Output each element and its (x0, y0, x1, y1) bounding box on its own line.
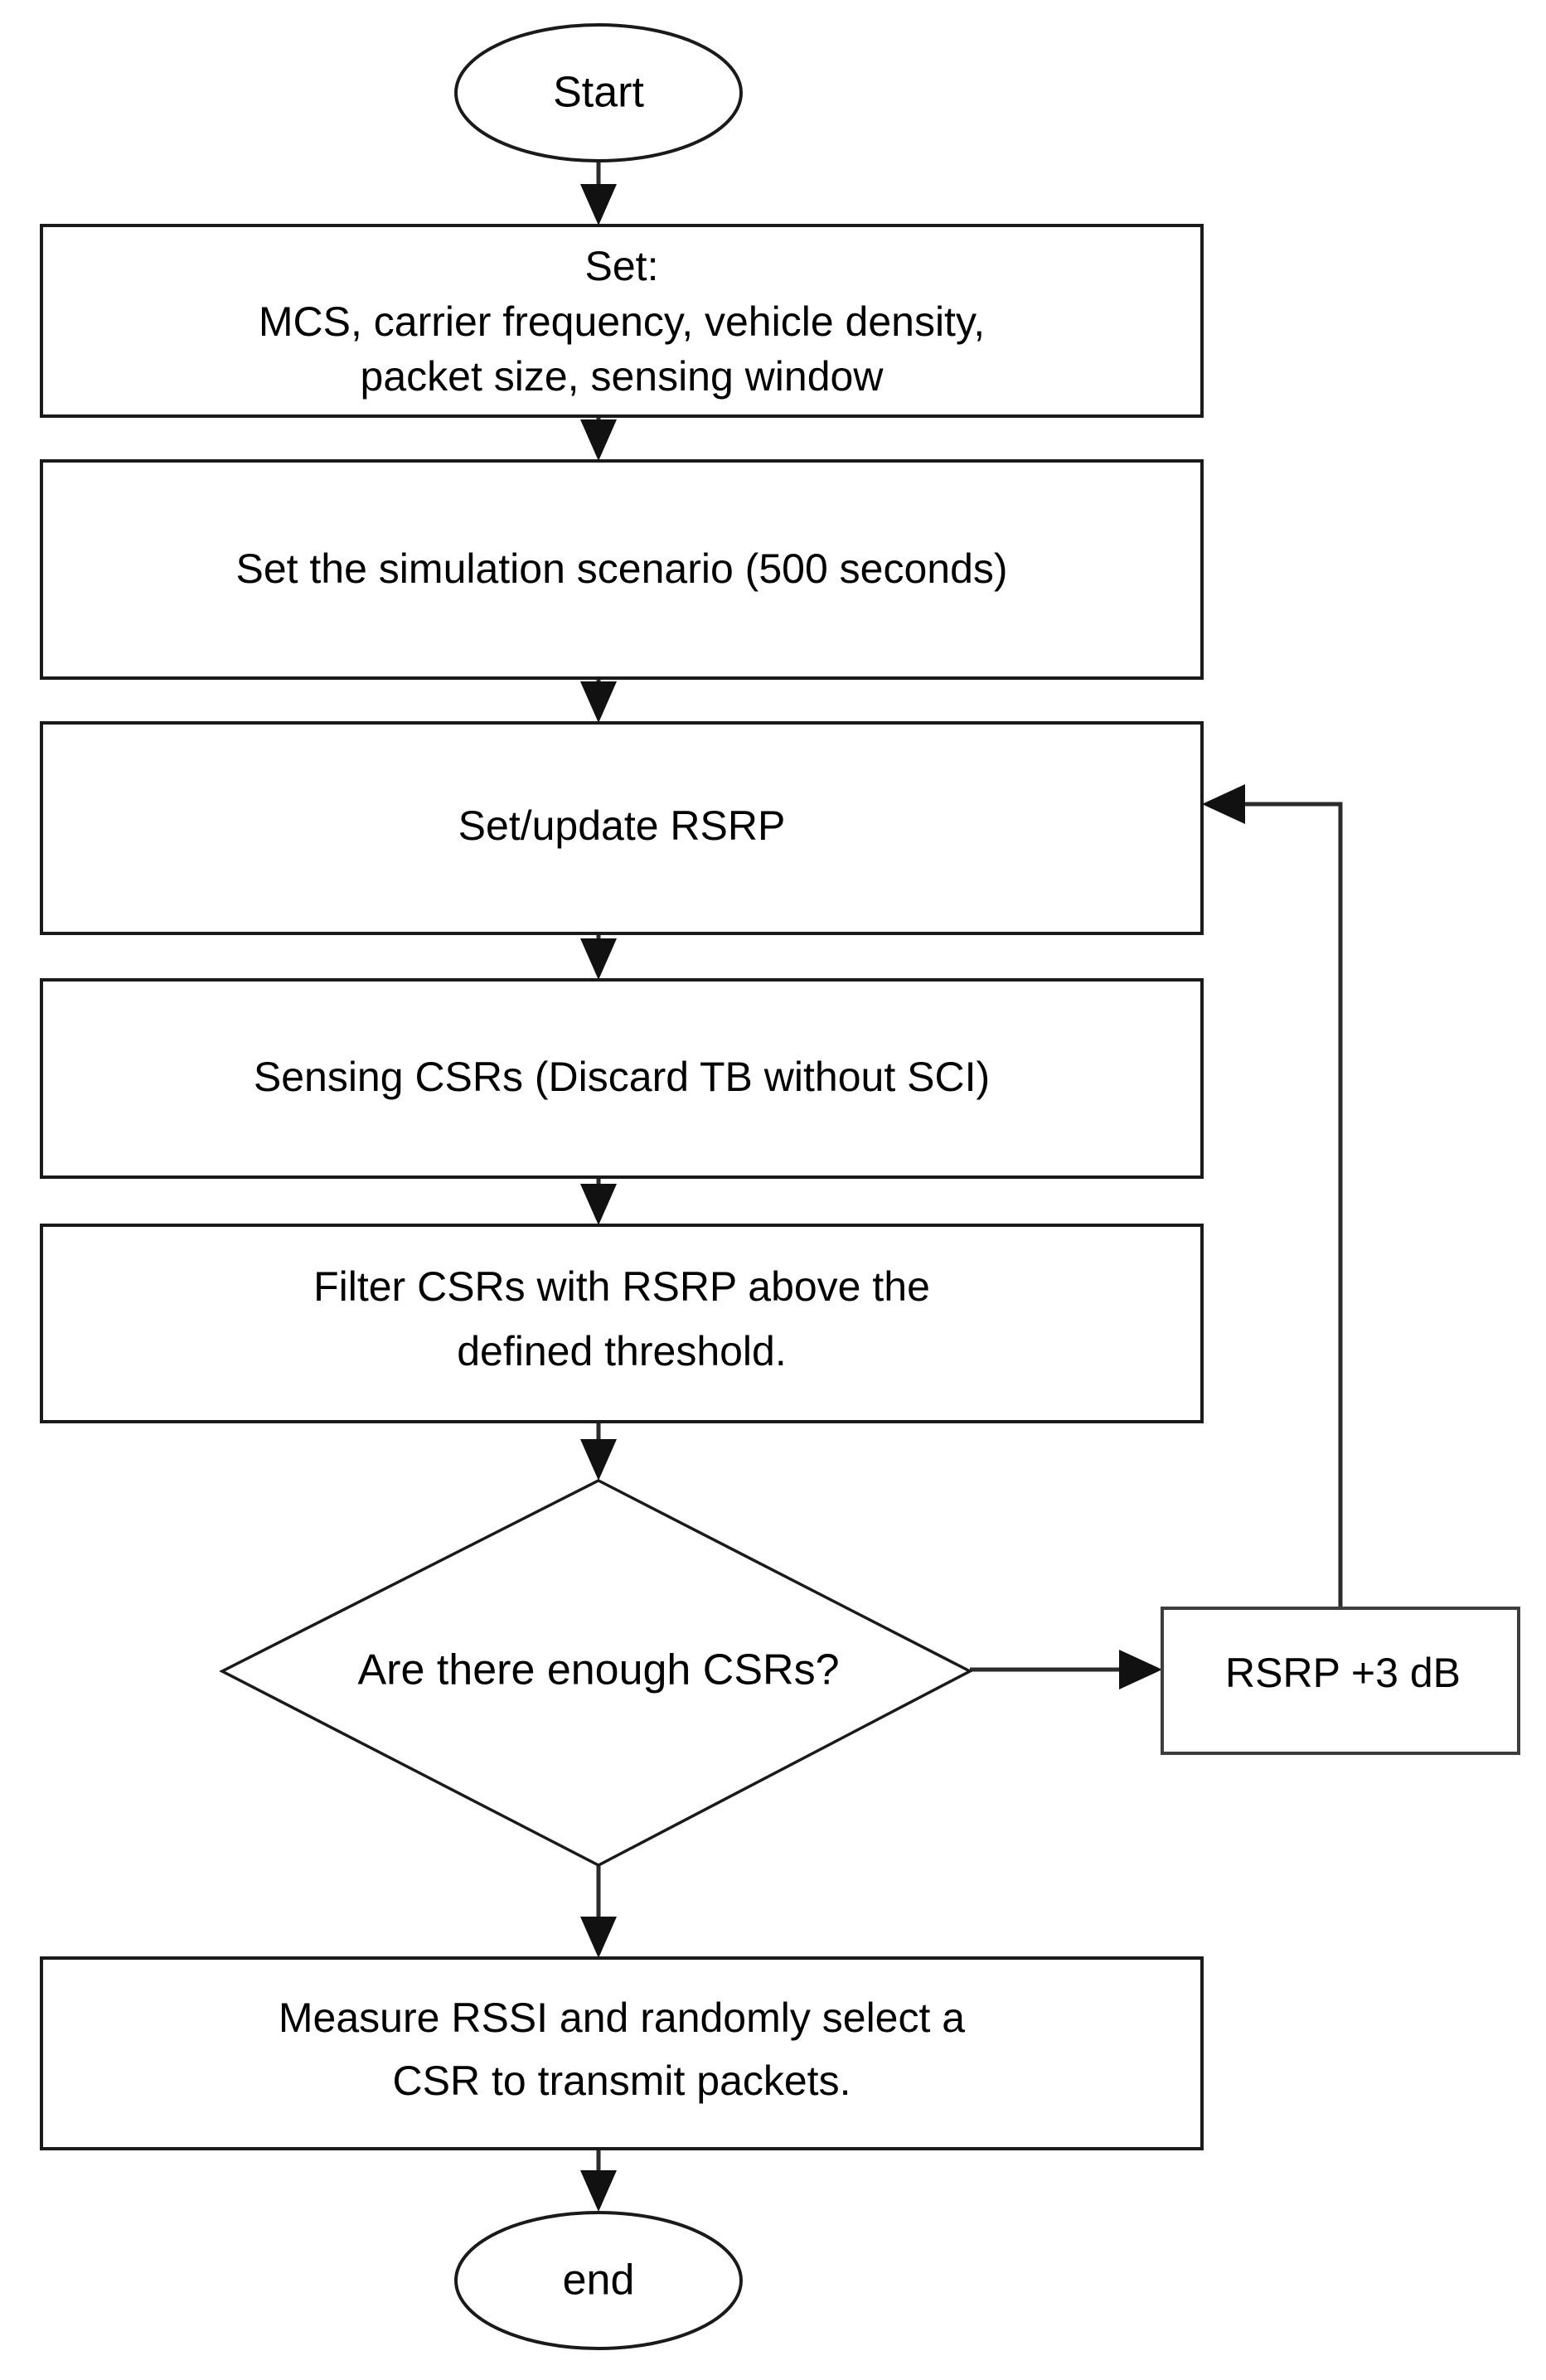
set-update-rsrp-label: Set/update RSRP (458, 802, 786, 849)
set-scenario-rect-shape (40, 459, 1204, 680)
node-filter-csrs[interactable]: Filter CSRs with RSRP above the defined … (40, 1224, 1204, 1423)
start-ellipse-shape (454, 23, 743, 162)
edge-decision-to-rsrp-increase (970, 1650, 1162, 1689)
set-params-line-3: packet size, sensing window (361, 353, 884, 400)
rsrp-increase-label: RSRP +3 dB (1225, 1650, 1461, 1696)
edge-measure-rssi-to-end (580, 2149, 617, 2212)
set-update-rsrp-rect-shape (40, 721, 1204, 935)
edge-rsrp-increase-to-set-update-rsrp-feedback (1202, 784, 1343, 1608)
node-set-scenario[interactable]: Set the simulation scenario (500 seconds… (40, 459, 1204, 680)
set-params-line-2: MCS, carrier frequency, vehicle density, (259, 298, 985, 345)
set-params-line-1: Set: (585, 243, 659, 289)
edge-decision-to-measure-rssi (580, 1865, 617, 1958)
filter-csrs-line-2: defined threshold. (457, 1328, 787, 1374)
filter-csrs-line-1: Filter CSRs with RSRP above the (313, 1263, 930, 1310)
sensing-csrs-label: Sensing CSRs (Discard TB without SCI) (254, 1054, 990, 1100)
edge-set-scenario-to-set-update-rsrp (580, 678, 617, 723)
node-rsrp-increase[interactable]: RSRP +3 dB (1161, 1607, 1520, 1755)
edge-set-update-rsrp-to-sensing-csrs (580, 933, 617, 980)
edge-filter-csrs-to-decision (580, 1422, 617, 1481)
start-label: Start (553, 69, 644, 117)
measure-rssi-line-2: CSR to transmit packets. (393, 2058, 851, 2104)
measure-rssi-line-1: Measure RSSI and randomly select a (279, 1995, 965, 2041)
edge-start-to-set-params (580, 160, 617, 225)
edge-set-params-to-set-scenario (580, 416, 617, 461)
edge-sensing-csrs-to-filter-csrs (580, 1177, 617, 1225)
node-measure-rssi[interactable]: Measure RSSI and randomly select a CSR t… (40, 1956, 1204, 2150)
node-set-update-rsrp[interactable]: Set/update RSRP (40, 721, 1204, 935)
decision-diamond-shape (219, 1479, 973, 1867)
decision-label: Are there enough CSRs? (357, 1646, 839, 1694)
set-scenario-label: Set the simulation scenario (500 seconds… (235, 545, 1007, 592)
rsrp-increase-rect-shape (1161, 1607, 1520, 1755)
set-params-rect-shape (40, 224, 1204, 418)
node-end[interactable]: end (454, 2211, 743, 2350)
node-set-params[interactable]: Set: MCS, carrier frequency, vehicle den… (40, 224, 1204, 418)
measure-rssi-rect-shape (40, 1956, 1204, 2150)
sensing-csrs-rect-shape (40, 978, 1204, 1179)
node-start[interactable]: Start (454, 23, 743, 162)
node-sensing-csrs[interactable]: Sensing CSRs (Discard TB without SCI) (40, 978, 1204, 1179)
end-label: end (563, 2256, 635, 2305)
node-decision-enough-csrs[interactable]: Are there enough CSRs? (219, 1479, 973, 1867)
filter-csrs-rect-shape (40, 1224, 1204, 1423)
end-ellipse-shape (454, 2211, 743, 2350)
